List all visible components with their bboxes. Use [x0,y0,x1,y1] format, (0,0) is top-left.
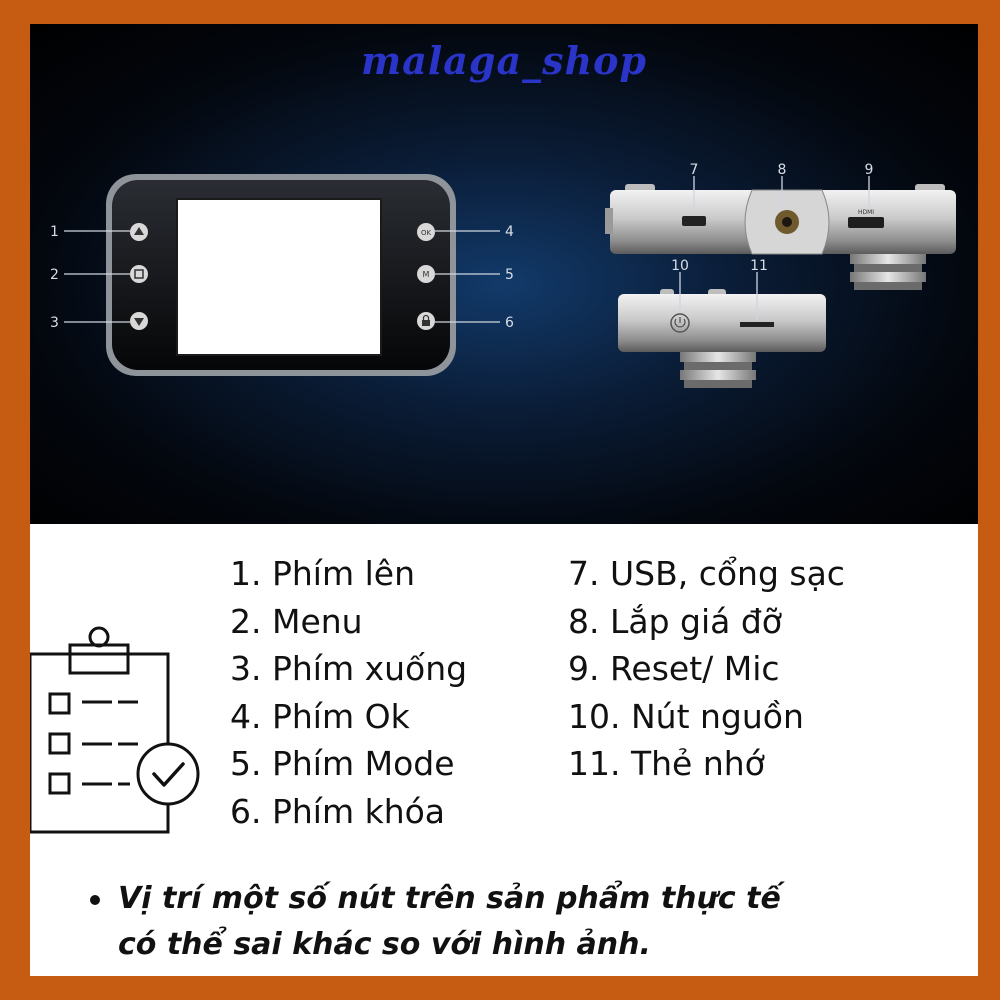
callout-10: 10 [671,258,689,274]
legend-item: 10. Nút nguồn [568,696,804,736]
legend-item: 5. Phím Mode [230,744,455,783]
menu-button[interactable] [130,265,148,283]
button-diagram: OK M 1 2 3 4 5 6 [50,162,956,388]
mode-button-label: M [423,270,430,279]
legend-left: 1. Phím lên 2. Menu 3. Phím xuống 4. Phí… [230,550,467,835]
disclaimer-note: Vị trí một số nút trên sản phẩm thực tế … [90,876,781,968]
legend-right: 7. USB, cổng sạc 8. Lắp giá đỡ 9. Reset/… [568,550,845,788]
product-photo: malaga_shop [30,24,978,524]
legend-item: 2. Menu [230,601,363,641]
mount-hole [782,217,792,227]
callout-7: 7 [690,162,699,178]
callout-1: 1 [50,224,59,240]
camera-side-view [618,289,826,388]
legend-item: 6. Phím khóa [230,791,446,831]
callout-2: 2 [50,267,59,283]
camera-front: OK M 1 2 3 4 5 6 [50,174,514,376]
note-line-1: Vị trí một số nút trên sản phẩm thực tế [118,881,781,916]
lock-icon [422,320,430,326]
port-label: HDMI [858,209,874,216]
legend-item: 11. Thẻ nhớ [568,744,765,783]
callout-4: 4 [505,224,514,240]
legend-item: 3. Phím xuống [230,649,468,688]
legend-item: 1. Phím lên [230,554,415,593]
usb-port [682,216,706,226]
legend-item: 8. Lắp giá đỡ [568,601,782,641]
ok-button[interactable] [417,223,435,241]
legend-item: 7. USB, cổng sạc [568,554,845,593]
callout-3: 3 [50,315,59,331]
callout-5: 5 [505,267,514,283]
screen [178,200,380,354]
sd-card-slot [740,322,774,327]
clipboard-checklist-icon [30,626,200,834]
callout-11: 11 [750,258,768,274]
callout-8: 8 [778,162,787,178]
arrow-down-icon [134,318,144,326]
hdmi-port [848,217,884,228]
callout-6: 6 [505,315,514,331]
camera-top-view: HDMI [605,184,956,290]
legend-item: 4. Phím Ok [230,696,410,736]
arrow-up-icon [134,227,144,235]
legend-item: 9. Reset/ Mic [568,649,780,688]
callout-9: 9 [865,162,874,178]
note-line-2: có thể sai khác so với hình ảnh. [118,927,651,962]
bullet-icon [90,895,100,905]
mode-button[interactable] [417,265,435,283]
ok-button-label: OK [421,229,432,237]
brand-watermark: malaga_shop [360,38,648,83]
power-icon [674,317,686,328]
menu-icon [134,269,144,279]
power-button[interactable] [670,313,690,333]
legend-panel: 1. Phím lên 2. Menu 3. Phím xuống 4. Phí… [30,524,978,976]
